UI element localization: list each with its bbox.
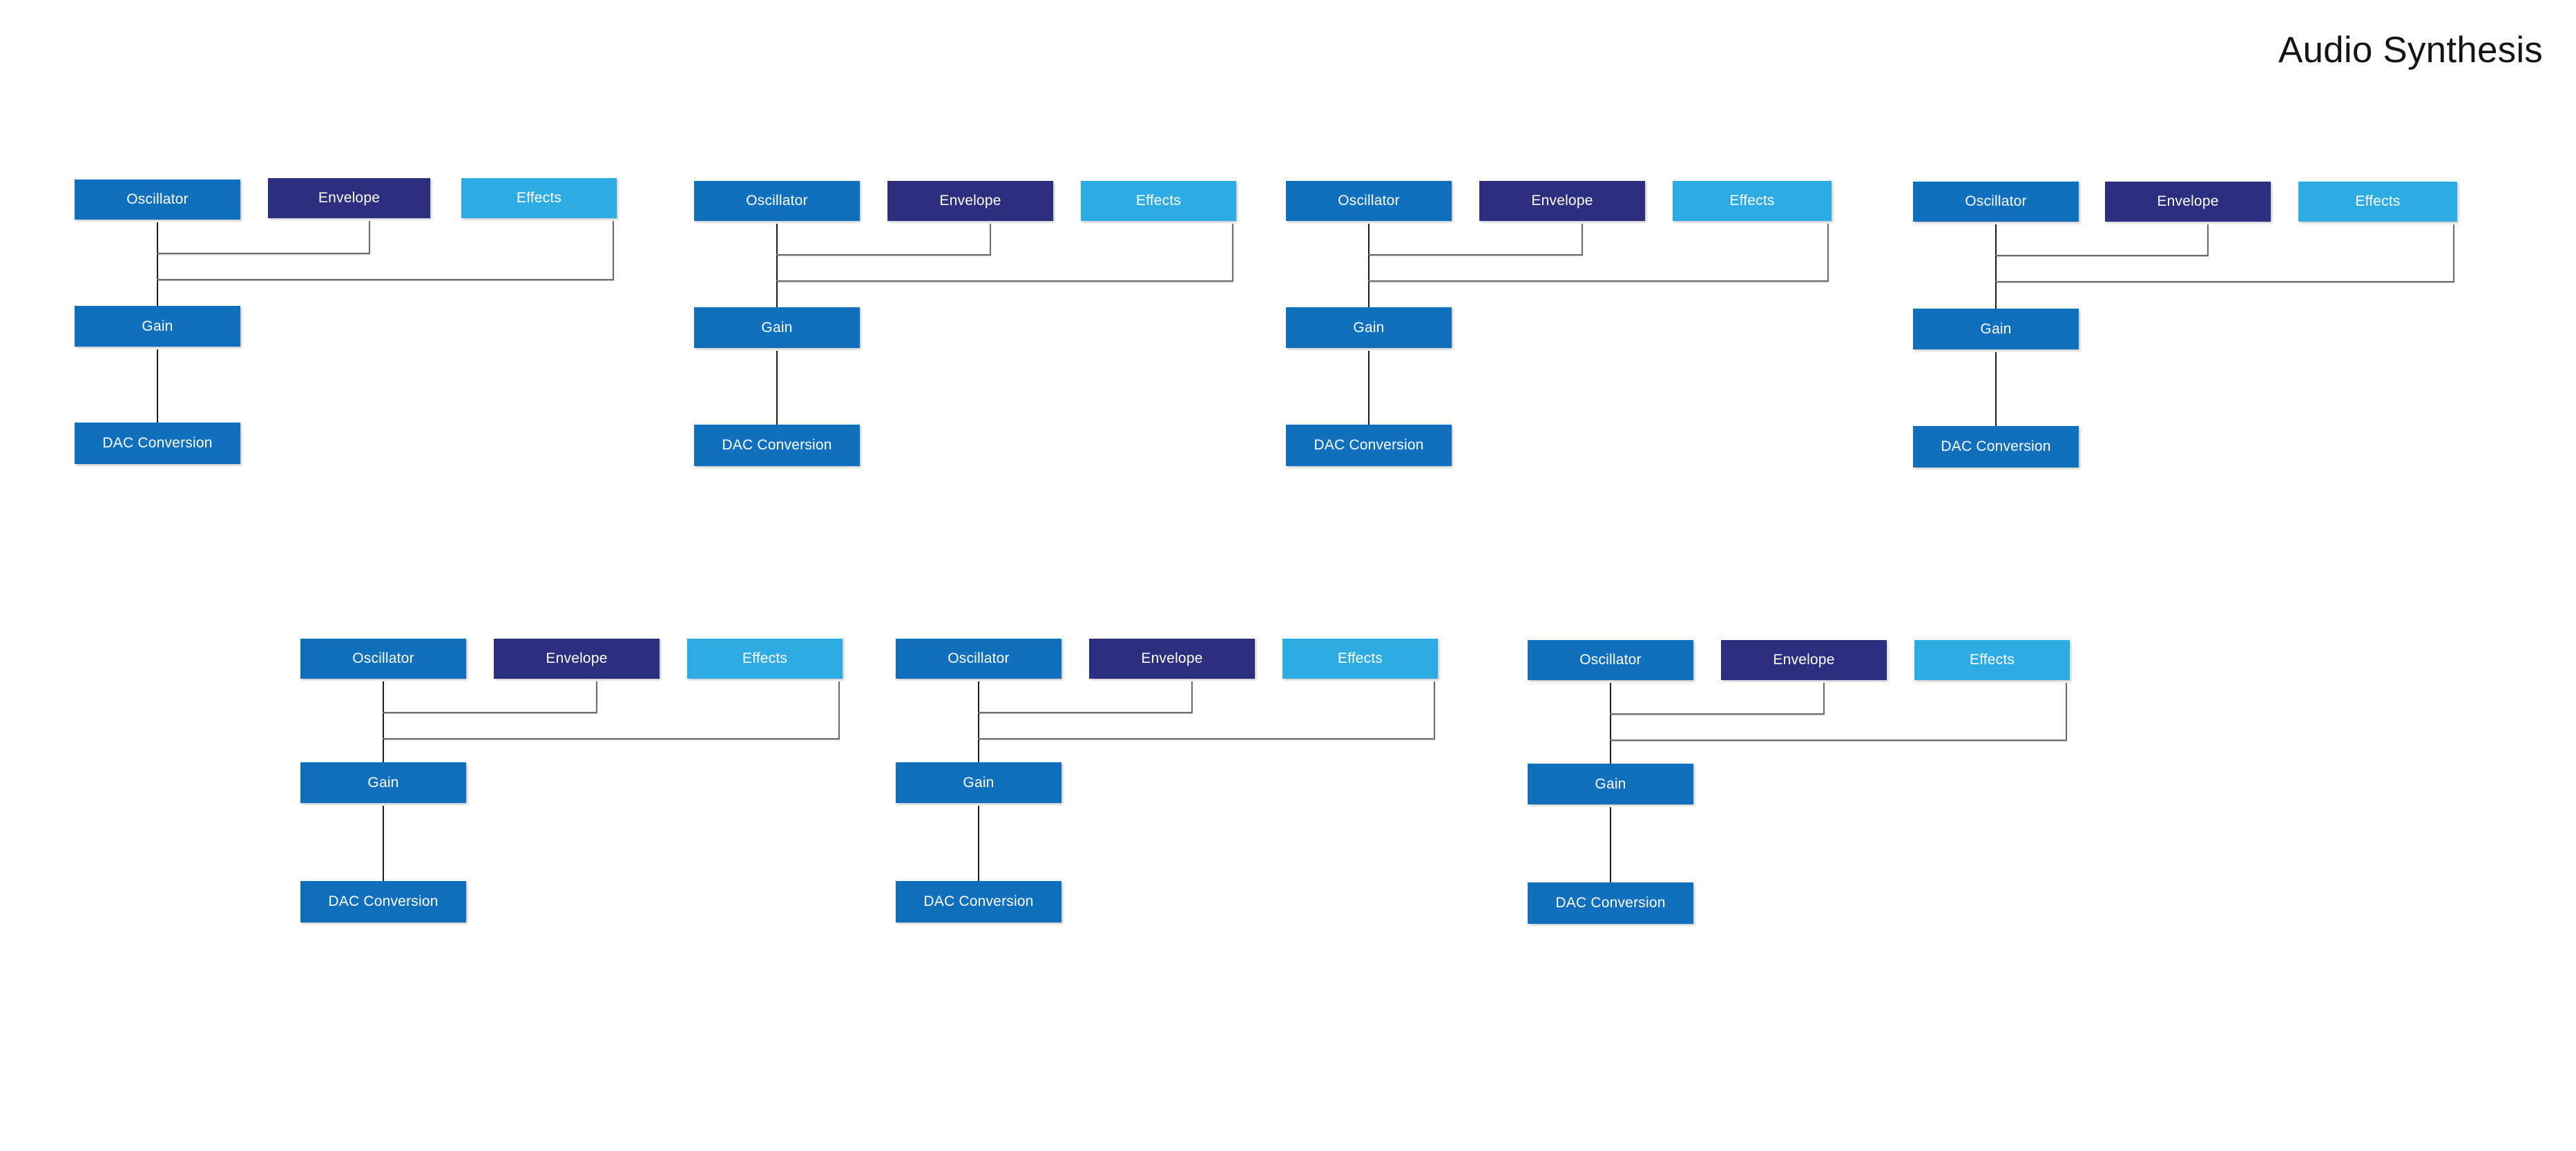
edge-gain-to-dac [383,806,384,881]
edge-gain-to-dac [978,806,979,881]
edge-envelope-drop [1582,224,1583,254]
edge-effects-drop [1827,224,1829,280]
node-oscillator[interactable]: Oscillator [694,181,860,221]
edge-oscillator-to-gain [776,224,778,307]
node-gain[interactable]: Gain [1286,307,1452,348]
node-dac[interactable]: DAC Conversion [1913,426,2079,467]
node-effects[interactable]: Effects [687,639,843,679]
node-oscillator[interactable]: Oscillator [300,639,466,679]
edge-effects-to-gain [1610,739,2067,741]
edge-effects-drop [2453,224,2454,281]
edge-envelope-to-gain [978,712,1193,713]
edge-gain-to-dac [1995,352,1997,426]
node-gain[interactable]: Gain [300,762,466,803]
node-envelope[interactable]: Envelope [1721,640,1887,680]
node-oscillator[interactable]: Oscillator [1286,181,1452,221]
edge-gain-to-dac [1368,351,1369,425]
edge-envelope-drop [990,224,991,254]
node-gain[interactable]: Gain [1528,764,1693,804]
node-envelope[interactable]: Envelope [1479,181,1645,221]
edge-effects-drop [1434,681,1435,738]
node-envelope[interactable]: Envelope [2105,182,2271,222]
node-effects[interactable]: Effects [2298,182,2457,222]
edge-effects-drop [613,221,614,279]
edge-effects-drop [1232,224,1233,280]
edge-envelope-to-gain [1368,254,1583,255]
node-dac[interactable]: DAC Conversion [694,425,860,466]
node-dac[interactable]: DAC Conversion [1286,425,1452,466]
edge-envelope-to-gain [383,712,597,713]
edge-effects-drop [838,681,840,738]
node-effects[interactable]: Effects [1914,640,2070,680]
node-oscillator[interactable]: Oscillator [1913,182,2079,222]
node-oscillator[interactable]: Oscillator [75,180,240,220]
node-envelope[interactable]: Envelope [1089,639,1255,679]
node-envelope[interactable]: Envelope [887,181,1053,221]
edge-envelope-to-gain [1610,713,1825,715]
node-dac[interactable]: DAC Conversion [75,423,240,464]
edge-envelope-drop [1191,681,1193,712]
edge-effects-to-gain [1995,281,2454,282]
edge-oscillator-to-gain [1995,224,1997,309]
node-oscillator[interactable]: Oscillator [1528,640,1693,680]
edge-envelope-drop [2207,224,2209,255]
edge-effects-to-gain [383,738,840,739]
node-dac[interactable]: DAC Conversion [896,881,1061,922]
edge-oscillator-to-gain [383,681,384,762]
edge-oscillator-to-gain [157,222,158,306]
node-effects[interactable]: Effects [1081,181,1236,221]
edge-gain-to-dac [157,349,158,423]
edge-oscillator-to-gain [978,681,979,762]
edge-envelope-drop [1823,683,1825,713]
node-dac[interactable]: DAC Conversion [1528,882,1693,924]
page-title: Audio Synthesis [2278,30,2543,70]
node-gain[interactable]: Gain [694,307,860,348]
node-effects[interactable]: Effects [1673,181,1832,221]
edge-gain-to-dac [776,351,778,425]
node-envelope[interactable]: Envelope [494,639,660,679]
edge-envelope-to-gain [776,254,991,255]
edge-effects-to-gain [776,280,1233,282]
edge-effects-to-gain [157,279,614,280]
node-gain[interactable]: Gain [1913,309,2079,349]
edge-envelope-to-gain [1995,255,2209,256]
edge-envelope-drop [596,681,597,712]
node-envelope[interactable]: Envelope [268,178,430,218]
node-dac[interactable]: DAC Conversion [300,881,466,922]
node-gain[interactable]: Gain [75,306,240,347]
node-effects[interactable]: Effects [461,178,617,218]
edge-effects-drop [2066,683,2067,739]
edge-effects-to-gain [978,738,1435,739]
edge-envelope-drop [369,221,370,253]
edge-effects-to-gain [1368,280,1829,282]
edge-envelope-to-gain [157,253,370,254]
edge-oscillator-to-gain [1610,683,1611,764]
edge-gain-to-dac [1610,807,1611,882]
node-oscillator[interactable]: Oscillator [896,639,1061,679]
node-effects[interactable]: Effects [1282,639,1438,679]
node-gain[interactable]: Gain [896,762,1061,803]
edge-oscillator-to-gain [1368,224,1369,307]
